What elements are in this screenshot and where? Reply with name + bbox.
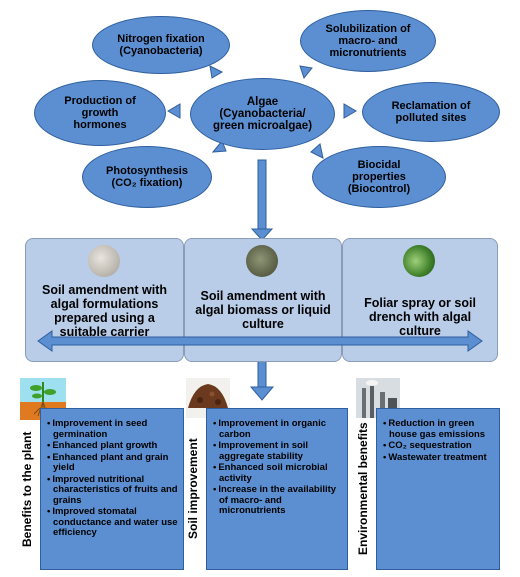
arrow-to-solubilization — [299, 65, 313, 80]
benefit-title-environment: Environmental benefits — [356, 422, 370, 556]
photosynthesis-ellipse: Photosynthesis (CO₂ fixation) — [82, 146, 212, 208]
nitrogen-fixation-ellipse: Nitrogen fixation (Cyanobacteria) — [92, 16, 230, 74]
list-item: Improvement in soil aggregate stability — [213, 440, 342, 462]
benefit-box-environment: Reduction in green house gas emissions C… — [376, 408, 500, 570]
list-item: Enhanced plant and grain yield — [47, 452, 178, 474]
reclamation-label: Reclamation of polluted sites — [391, 100, 471, 124]
list-item: Improved nutritional characteristics of … — [47, 474, 178, 507]
algae-center-ellipse: Algae (Cyanobacteria/ green microalgae) — [190, 78, 335, 150]
biocidal-label: Biocidal properties (Biocontrol) — [347, 159, 411, 195]
benefit-box-plant: Improvement in seed germination Enhanced… — [40, 408, 184, 570]
list-item: Improved stomatal conductance and water … — [47, 506, 178, 539]
foliar-spray-photo — [403, 245, 435, 277]
algae-center-label: Algae (Cyanobacteria/ green microalgae) — [212, 96, 313, 132]
stem-arrowhead-top — [250, 228, 274, 241]
application-label-biomass: Soil amendment with algal biomass or liq… — [195, 289, 331, 331]
stem-arrowhead-bottom — [249, 386, 275, 401]
list-item: Increase in the availability of macro- a… — [213, 484, 342, 517]
arrow-to-nitrogen — [209, 65, 224, 79]
arrow-to-reclamation — [343, 103, 357, 119]
growth-hormones-label: Production of growth hormones — [64, 95, 136, 131]
benefit-title-soil: Soil improvement — [186, 438, 200, 540]
application-label-foliar: Foliar spray or soil drench with algal c… — [364, 296, 476, 338]
list-item: Wastewater treatment — [383, 452, 494, 464]
list-item: Enhanced soil microbial activity — [213, 462, 342, 484]
list-item: Improvement in organic carbon — [213, 418, 342, 440]
reclamation-ellipse: Reclamation of polluted sites — [362, 82, 500, 142]
algal-biomass-photo — [246, 245, 278, 277]
carrier-formulation-photo — [88, 245, 120, 277]
benefit-list-environment: Reduction in green house gas emissions C… — [383, 418, 494, 464]
benefit-title-plant: Benefits to the plant — [20, 431, 34, 547]
list-item: Reduction in green house gas emissions — [383, 418, 494, 440]
biocidal-ellipse: Biocidal properties (Biocontrol) — [312, 146, 446, 208]
solubilization-label: Solubilization of macro- and micronutrie… — [325, 23, 411, 59]
photosynthesis-label: Photosynthesis (CO₂ fixation) — [106, 165, 188, 189]
benefit-list-plant: Improvement in seed germination Enhanced… — [47, 418, 178, 539]
application-label-carrier: Soil amendment with algal formulations p… — [41, 283, 167, 339]
arrow-to-biocidal — [310, 143, 324, 159]
benefit-list-soil: Improvement in organic carbon Improvemen… — [213, 418, 342, 517]
double-headed-arrow — [37, 330, 483, 352]
nitrogen-fixation-label: Nitrogen fixation (Cyanobacteria) — [117, 33, 205, 57]
growth-hormones-ellipse: Production of growth hormones — [34, 80, 166, 146]
arrow-to-hormones — [167, 103, 181, 119]
benefit-box-soil: Improvement in organic carbon Improvemen… — [206, 408, 348, 570]
list-item: Improvement in seed germination — [47, 418, 178, 440]
solubilization-ellipse: Solubilization of macro- and micronutrie… — [300, 10, 436, 72]
list-item: CO₂ sequestration — [383, 440, 494, 452]
list-item: Enhanced plant growth — [47, 440, 178, 452]
